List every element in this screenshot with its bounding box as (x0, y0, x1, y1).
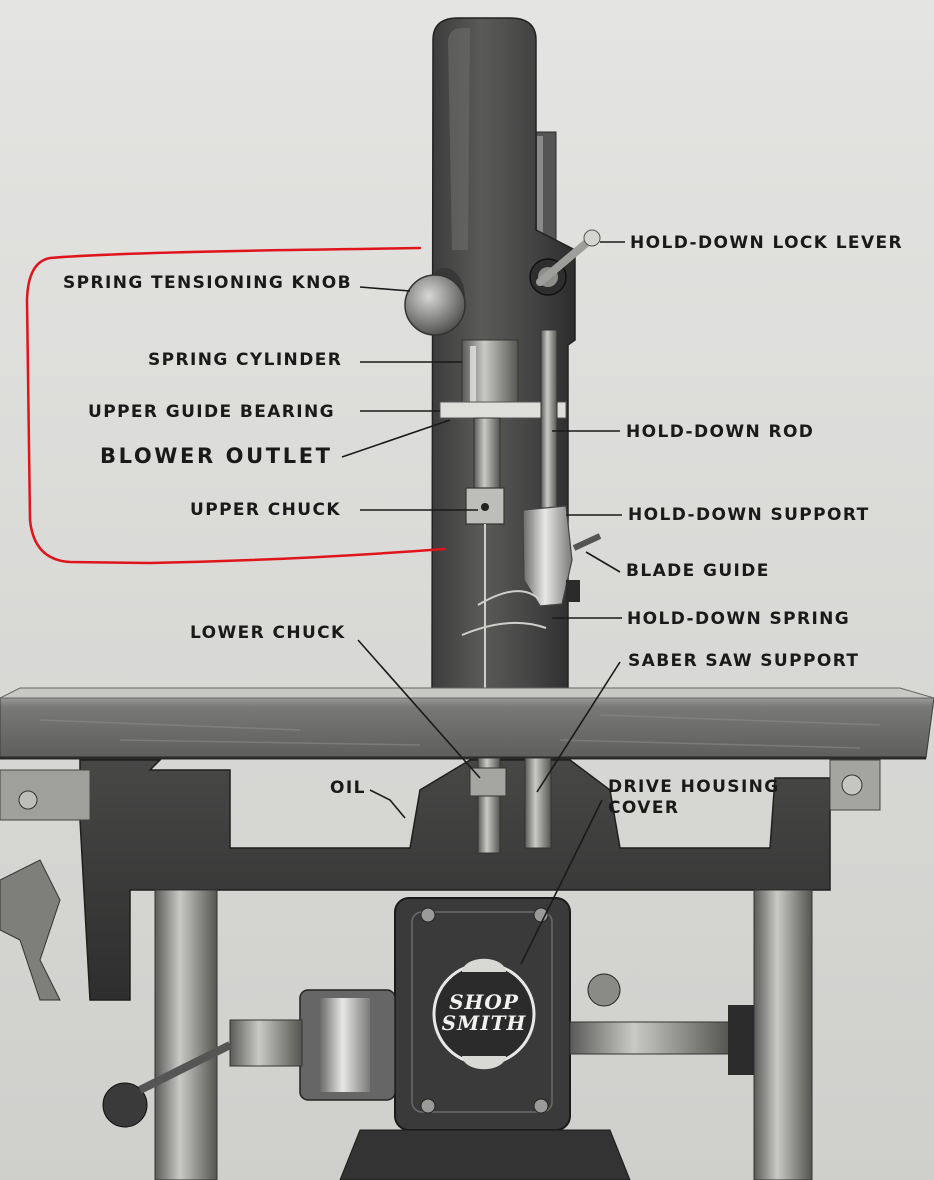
hold-down-lock-lever (529, 229, 601, 296)
leader-saber-saw-support (536, 661, 621, 793)
hold-down-assembly (461, 329, 602, 636)
highlight-bracket (25, 246, 446, 565)
label-upper-guide-bearing: UPPER GUIDE BEARING (88, 402, 335, 422)
label-hold-down-spring: HOLD-DOWN SPRING (627, 609, 851, 629)
label-lower-chuck: LOWER CHUCK (190, 623, 346, 643)
upper-chuck (465, 417, 505, 690)
label-hold-down-support: HOLD-DOWN SUPPORT (628, 505, 870, 525)
leader-spring-tensioning-knob (359, 286, 411, 292)
label-hold-down-rod: HOLD-DOWN ROD (626, 422, 815, 442)
shopsmith-badge-icon (432, 958, 536, 1070)
leader-blower-outlet (341, 419, 451, 458)
leader-oil (369, 789, 406, 819)
label-upper-chuck: UPPER CHUCK (190, 500, 341, 520)
leader-drive-housing-cover (520, 799, 603, 965)
label-saber-saw-support: SABER SAW SUPPORT (628, 651, 860, 671)
lower-chuck (469, 757, 552, 854)
label-hold-down-lock-lever: HOLD-DOWN LOCK LEVER (630, 233, 904, 253)
legs (154, 889, 813, 1180)
shopsmith-logo-text: SHOP SMITH (441, 990, 527, 1035)
label-oil: OIL (330, 778, 366, 798)
spring-cylinder (461, 339, 519, 409)
leader-lower-chuck (357, 639, 481, 779)
upper-guide-bearing (439, 401, 567, 419)
label-spring-cylinder: SPRING CYLINDER (148, 350, 343, 370)
table-support-casting (0, 759, 881, 1001)
leader-blade-guide (585, 551, 621, 573)
label-drive-housing-cover: DRIVE HOUSING COVER (608, 777, 780, 818)
label-spring-tensioning-knob: SPRING TENSIONING KNOB (63, 273, 352, 293)
spring-tensioning-knob (404, 268, 466, 336)
leader-lines (341, 241, 625, 965)
label-blade-guide: BLADE GUIDE (626, 561, 770, 581)
side-drive-chuck (102, 973, 754, 1128)
saw-table (0, 687, 934, 760)
label-blower-outlet: BLOWER OUTLET (100, 444, 333, 468)
